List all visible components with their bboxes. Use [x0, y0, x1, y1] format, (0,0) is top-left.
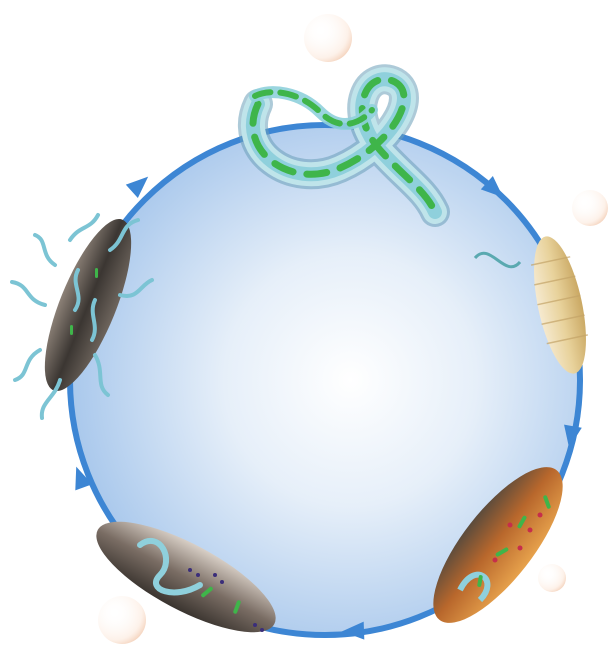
bubble-decoration — [98, 596, 146, 644]
bubble-decoration — [304, 14, 352, 62]
bubble-decoration — [572, 190, 608, 226]
bubble-decoration — [538, 564, 566, 592]
